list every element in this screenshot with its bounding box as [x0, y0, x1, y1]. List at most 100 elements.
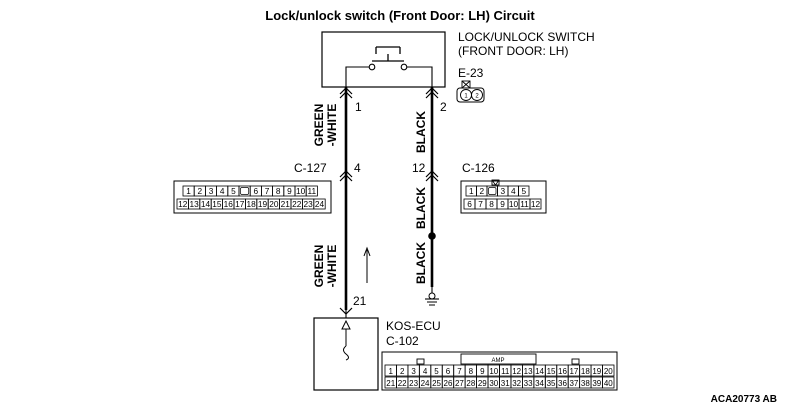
c126-cell	[518, 185, 530, 197]
connector-e23-face: 1 2	[456, 80, 485, 103]
c102-pin-33: 33	[524, 379, 533, 388]
c102-pin-29: 29	[478, 379, 487, 388]
c102-pin-10: 10	[489, 367, 498, 376]
c102-pin-38: 38	[581, 379, 590, 388]
c127-pin-20: 20	[269, 199, 279, 209]
c126-pin-4: 4	[511, 186, 516, 196]
c126-pin-1: 1	[469, 186, 474, 196]
c102-pin-28: 28	[466, 379, 475, 388]
c102-pin-11: 11	[501, 367, 510, 376]
c102-pin-22: 22	[398, 379, 407, 388]
wire-label-black-top: BLACK	[414, 111, 428, 153]
c126-pin-8: 8	[489, 199, 494, 209]
c127-cell	[313, 198, 326, 210]
c102-pin-35: 35	[547, 379, 556, 388]
c102-pin-7: 7	[457, 367, 462, 376]
c102-pin-18: 18	[581, 367, 590, 376]
c127-pin-6: 6	[253, 186, 258, 196]
c127-pin-3: 3	[209, 186, 214, 196]
c102-pin-30: 30	[489, 379, 498, 388]
c102-pin-9: 9	[480, 367, 485, 376]
c127-pin-10: 10	[296, 186, 306, 196]
c127-pin-21: 21	[281, 199, 291, 209]
wire-black	[425, 87, 439, 287]
c102-pin-20: 20	[604, 367, 613, 376]
e23-pin-2: 2	[475, 94, 479, 100]
splice-point	[428, 232, 436, 240]
c126-cell	[529, 198, 542, 210]
c102-pin-34: 34	[535, 379, 544, 388]
c127-pin-4: 4	[220, 186, 225, 196]
c126-pin-9: 9	[500, 199, 505, 209]
c127-pin-1: 1	[186, 186, 191, 196]
c127-pin-22: 22	[292, 199, 302, 209]
c127-pin-16: 16	[224, 199, 234, 209]
e23-pin-1: 1	[464, 94, 468, 100]
c126-pin-10: 10	[509, 199, 519, 209]
wire-label-green-top: GREEN	[312, 104, 326, 147]
amp-label: AMP	[491, 358, 504, 364]
switch-name-line2: (FRONT DOOR: LH)	[458, 44, 568, 58]
c126-pin-11: 11	[520, 199, 529, 209]
c102-pin-31: 31	[501, 379, 510, 388]
arrow-up-icon	[363, 246, 371, 283]
ecu-connector-label: C-102	[386, 334, 419, 348]
switch-name-line1: LOCK/UNLOCK SWITCH	[458, 30, 595, 44]
c127-label: C-127	[294, 161, 327, 175]
c127-pin-7: 7	[265, 186, 270, 196]
c102-pin-40: 40	[604, 379, 613, 388]
c102-pin-23: 23	[409, 379, 418, 388]
c102-pin-32: 32	[512, 379, 521, 388]
c127-pin-23: 23	[303, 199, 313, 209]
c102-cell	[602, 364, 615, 377]
c126-pin-3: 3	[500, 186, 505, 196]
pin-switch-2: 2	[440, 100, 447, 114]
c102-pin-24: 24	[421, 379, 430, 388]
c127-pin-12: 12	[178, 199, 188, 209]
c126-label: C-126	[462, 161, 495, 175]
c126-pin-7: 7	[478, 199, 483, 209]
c102-pin-36: 36	[558, 379, 567, 388]
kos-ecu-box	[313, 317, 379, 391]
c127-pin-9: 9	[287, 186, 292, 196]
c102-pin-12: 12	[512, 367, 521, 376]
c102-pin-4: 4	[423, 367, 428, 376]
c102-pin-13: 13	[524, 367, 533, 376]
c127-pin-14: 14	[201, 199, 211, 209]
c127-pin-24: 24	[315, 199, 325, 209]
wire-label-white-bottom: -WHITE	[325, 245, 339, 288]
c102-pin-25: 25	[432, 379, 441, 388]
c102-pin-21: 21	[386, 379, 395, 388]
c102-pin-1: 1	[388, 367, 393, 376]
lock-unlock-switch	[321, 31, 446, 88]
ecu-name: KOS-ECU	[386, 319, 441, 333]
c126-pin-12: 12	[531, 199, 541, 209]
wire-label-white-top: -WHITE	[325, 104, 339, 147]
c127-pin-19: 19	[258, 199, 268, 209]
c127-pin-2: 2	[197, 186, 202, 196]
pin-ecu-21: 21	[353, 294, 367, 308]
wire-label-black-bottom: BLACK	[414, 242, 428, 284]
c102-pin-16: 16	[558, 367, 567, 376]
pin-switch-1: 1	[355, 100, 362, 114]
c102-cell	[602, 376, 615, 389]
c127-blank-cavity	[240, 187, 250, 195]
wire-label-black-mid: BLACK	[414, 187, 428, 229]
c102-pin-2: 2	[400, 367, 405, 376]
c127-pin-11: 11	[307, 186, 316, 196]
c102-pin-17: 17	[569, 367, 578, 376]
c102-pin-5: 5	[434, 367, 439, 376]
wire-green-white	[339, 87, 353, 318]
c127-pin-5: 5	[231, 186, 236, 196]
c102-pin-27: 27	[455, 379, 464, 388]
c102-pin-8: 8	[469, 367, 474, 376]
c102-pin-3: 3	[411, 367, 416, 376]
